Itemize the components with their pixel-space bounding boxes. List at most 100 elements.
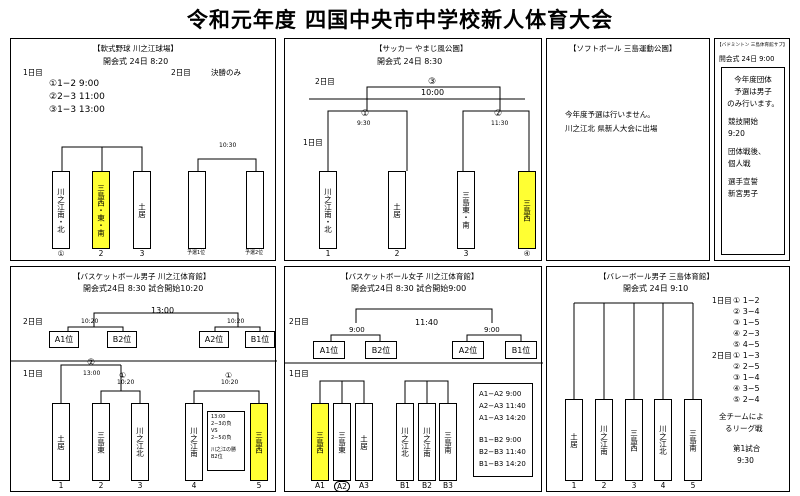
baseball-team-3: 土居: [133, 171, 151, 249]
bball-girls-semi-a1: A1位: [313, 341, 345, 359]
bball-girls-team-a3: 土居: [355, 403, 373, 481]
bball-girls-team-b2: 川之江南: [418, 403, 436, 481]
volleyball-day1-m4: ④ 2−3: [733, 329, 760, 338]
soccer-team-2: 土居: [388, 171, 406, 249]
volleyball-day1: 1日目: [712, 296, 732, 305]
bball-boys-num-4: 4: [191, 481, 197, 490]
bball-girls-bracket-lines: [285, 308, 543, 403]
badminton-header: 【バドミントン 三島体育館サブ】: [717, 43, 788, 48]
badminton-opening: 開会式 24日 9:00: [719, 55, 775, 63]
bball-boys-team-2: 三島東: [92, 403, 110, 481]
bball-boys-num-1: 1: [58, 481, 64, 490]
soccer-header: 【サッカー やまじ風公園】: [375, 44, 468, 53]
baseball-bracket-lines: [61, 146, 257, 171]
volleyball-day2-m1: ① 1−3: [733, 351, 760, 360]
volleyball-day2-m3: ③ 1−4: [733, 373, 760, 382]
bball-boys-a-no: ②: [87, 358, 96, 368]
bball-girls-schedule-box: A1−A2 9:00 A2−A3 11:40 A1−A3 14:20 B1−B2…: [473, 383, 533, 477]
bball-girls-schedule-b: B2−B3 11:40: [479, 448, 526, 456]
bball-boys-team-5: 三島西: [250, 403, 268, 481]
bball-boys-semi-a1: A1位: [49, 331, 79, 348]
bball-girls-opening: 開会式24日 8:30 試合開始9:00: [351, 284, 467, 293]
bball-boys-header: 【バスケットボール男子 川之江体育館】: [73, 272, 211, 281]
bball-girls-schedule-a: A2−A3 11:40: [479, 402, 526, 410]
softball-header: 【ソフトボール 三島運動公園】: [569, 44, 677, 53]
volleyball-day2: 2日目: [712, 351, 732, 360]
soccer-m2-no: ②: [494, 109, 503, 119]
bball-girls-team-b1: 川之江北: [396, 403, 414, 481]
soccer-day1: 1日目: [303, 138, 323, 147]
volleyball-panel: 【バレーボール男子 三島体育館】 開会式 24日 9:10 1日目 ① 1−2 …: [546, 266, 790, 492]
bball-girls-num-b1: B1: [400, 481, 410, 490]
bball-girls-team-a1: 三島西: [311, 403, 329, 481]
bball-boys-semi-b1: B1位: [245, 331, 275, 348]
bball-girls-final-time: 11:40: [415, 318, 439, 327]
badminton-line: 個人戦: [728, 159, 751, 168]
volleyball-num-2: 2: [601, 481, 607, 490]
baseball-final-slot-2: [246, 171, 264, 249]
bball-girls-semi-time-2: 9:00: [484, 326, 500, 334]
baseball-team-1: 川之江南・北: [52, 171, 70, 249]
baseball-match-2: ②2−3 11:00: [49, 92, 105, 102]
bball-boys-semi-b2: B2位: [107, 331, 137, 348]
soccer-m1-time: 9:30: [357, 120, 371, 127]
bball-girls-schedule-b: B1−B2 9:00: [479, 436, 522, 444]
soccer-num-3: 3: [463, 249, 469, 258]
volleyball-day1-m1: ① 1−2: [733, 296, 760, 305]
volleyball-day1-m2: ② 3−4: [733, 307, 760, 316]
badminton-line: 競技開始: [728, 117, 758, 126]
bball-boys-note-box: 13:00 2−3の負 VS 2−5の負 川之江の勝 B2位: [207, 411, 245, 471]
volleyball-header: 【バレーボール男子 三島体育館】: [599, 272, 714, 281]
baseball-final-slot-2-label: 予選2位: [245, 250, 264, 256]
bball-boys-num-5: 5: [256, 481, 262, 490]
softball-panel: 【ソフトボール 三島運動公園】 今年度予選は行いません。 川之江北 県新人大会に…: [546, 38, 710, 261]
bball-girls-num-a2: A2: [334, 481, 350, 492]
bball-boys-a-time2: 10:20: [117, 379, 135, 386]
bball-girls-day2: 2日目: [289, 317, 309, 326]
bball-girls-panel: 【バスケットボール女子 川之江体育館】 開会式24日 8:30 試合開始9:00…: [284, 266, 543, 492]
softball-note-2: 川之江北 県新人大会に出場: [565, 124, 658, 133]
volleyball-day1-m3: ③ 1−5: [733, 318, 760, 327]
volleyball-team-2: 川之江南: [595, 399, 613, 481]
bball-boys-b-time: 10:20: [221, 379, 239, 386]
baseball-final-only: 決勝のみ: [211, 68, 241, 77]
volleyball-num-3: 3: [631, 481, 637, 490]
baseball-panel: 【軟式野球 川之江球場】 開会式 24日 8:20 1日目 2日目 決勝のみ ①…: [10, 38, 276, 261]
bball-girls-semi-b1: B1位: [505, 341, 537, 359]
volleyball-day2-m4: ④ 3−5: [733, 384, 760, 393]
badminton-line: 今年度団体: [734, 75, 772, 84]
bball-girls-num-a1: A1: [315, 481, 325, 490]
bball-boys-team-1: 土居: [52, 403, 70, 481]
badminton-line: 新宮男子: [728, 189, 758, 198]
bball-girls-num-b3: B3: [443, 481, 453, 490]
volleyball-bracket-lines: [573, 302, 694, 399]
badminton-line: 9:20: [728, 129, 745, 138]
baseball-day1: 1日目: [23, 68, 43, 77]
bball-boys-semi-time-1: 10:20: [81, 318, 99, 325]
soccer-num-2: 2: [394, 249, 400, 258]
baseball-final-time: 10:30: [219, 142, 237, 149]
soccer-m1-no: ①: [361, 109, 370, 119]
soccer-panel: 【サッカー やまじ風公園】 開会式 24日 8:30 2日目 1日目 ③ 10:…: [284, 38, 542, 261]
bball-girls-day1: 1日目: [289, 369, 309, 378]
bball-girls-schedule-b: B1−B3 14:20: [479, 460, 526, 468]
baseball-num-3: 3: [139, 249, 145, 258]
bball-boys-semi-a2: A2位: [199, 331, 229, 348]
bball-boys-team-4: 川之江南: [185, 403, 203, 481]
soccer-day2: 2日目: [315, 77, 335, 86]
volleyball-team-5: 三島南: [684, 399, 702, 481]
baseball-final-slot-1-label: 予選1位: [187, 250, 206, 256]
baseball-day2: 2日目: [171, 68, 191, 77]
bball-girls-semi-time-1: 9:00: [349, 326, 365, 334]
bball-girls-semi-a2: A2位: [452, 341, 484, 359]
bball-girls-semi-b2: B2位: [365, 341, 397, 359]
bball-boys-b-no: ①: [225, 371, 233, 380]
soccer-final-no: ③: [428, 77, 437, 87]
bball-boys-team-3: 川之江北: [131, 403, 149, 481]
bball-boys-note-line: 2−5の負: [211, 435, 232, 441]
volleyball-team-1: 土居: [565, 399, 583, 481]
volleyball-team-4: 川之江北: [654, 399, 672, 481]
volleyball-day2-m2: ② 2−5: [733, 362, 760, 371]
bball-boys-panel: 【バスケットボール男子 川之江体育館】 開会式24日 8:30 試合開始10:2…: [10, 266, 277, 492]
badminton-panel: 【バドミントン 三島体育館サブ】 開会式 24日 9:00 今年度団体 予選は男…: [714, 38, 790, 261]
